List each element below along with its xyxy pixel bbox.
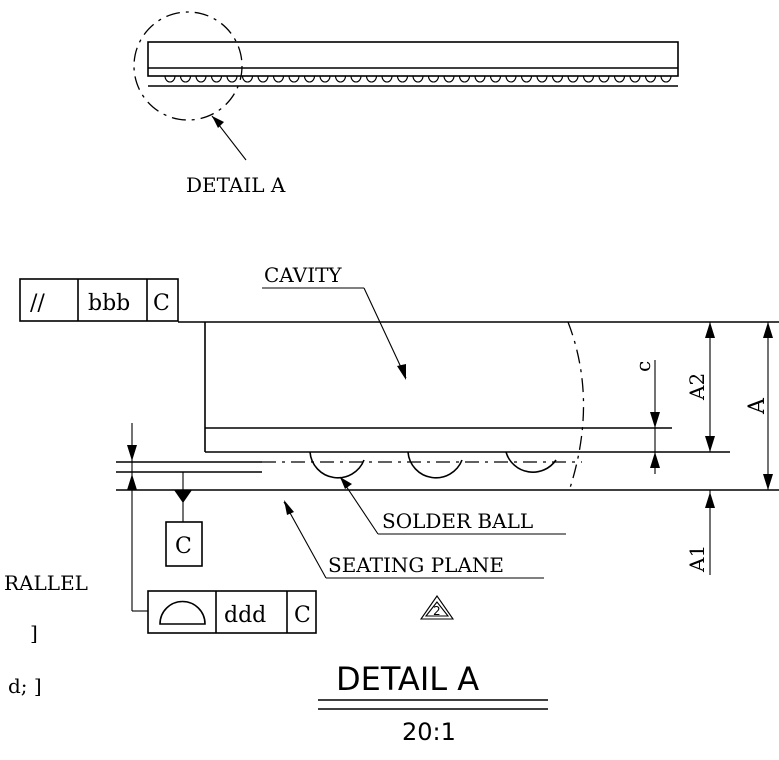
solder-ball-top xyxy=(613,75,626,83)
solder-ball-top xyxy=(536,75,548,83)
datum-triangle xyxy=(174,490,192,503)
solder-ball-top xyxy=(195,75,207,83)
dimension-c: c xyxy=(631,360,660,474)
cavity-leader-arrow xyxy=(397,364,406,380)
solder-ball-top xyxy=(629,75,641,83)
package-outline-top xyxy=(147,41,679,77)
detail-scale: 20:1 xyxy=(402,718,456,746)
solder-ball-top xyxy=(241,75,254,83)
solder-ball-top xyxy=(644,75,657,83)
dimension-a1: A1 xyxy=(685,490,715,575)
cropped-text-line: d; ] xyxy=(8,674,42,698)
break-line xyxy=(567,321,585,489)
detail-title: DETAIL A xyxy=(336,660,479,698)
dim-a-label: A xyxy=(745,397,770,415)
solder-ball-top xyxy=(567,75,579,83)
solder-ball-top xyxy=(443,75,455,83)
ddd-arrow-top xyxy=(127,445,137,461)
seating-plane-leader xyxy=(283,501,327,579)
cropped-text-line: ] xyxy=(30,621,38,645)
solder-ball-top xyxy=(319,75,331,83)
solder-ball-top xyxy=(598,75,610,83)
solder-ball-top xyxy=(350,75,362,83)
solder-ball xyxy=(505,451,557,473)
solder-ball-leader-arrow xyxy=(340,477,352,489)
solder-ball-top xyxy=(412,75,424,83)
ddd-arrow-bottom xyxy=(127,474,137,490)
detail-callout-label: DETAIL A xyxy=(186,173,286,197)
profile-control-frame: ddd C xyxy=(147,590,317,634)
solder-ball-top xyxy=(474,75,486,83)
solder-ball-top xyxy=(381,75,393,83)
solder-ball-top xyxy=(164,75,176,83)
note-number: 2 xyxy=(433,604,441,618)
solder-ball-top xyxy=(210,75,223,83)
solder-ball-top xyxy=(396,75,409,83)
note-triangle-inner xyxy=(424,601,450,617)
profile-datum: C xyxy=(294,603,311,628)
profile-surface-icon xyxy=(159,600,206,625)
solder-ball-top xyxy=(303,75,316,83)
solder-ball-top xyxy=(179,75,192,83)
note-triangle xyxy=(419,595,455,620)
parallelism-symbol: // xyxy=(30,291,45,316)
cavity-label: CAVITY xyxy=(264,263,342,287)
detail-leader-arrow xyxy=(212,116,224,128)
solder-ball-top xyxy=(365,75,378,83)
dimension-a: A xyxy=(745,322,773,490)
solder-ball-top xyxy=(551,75,564,83)
cropped-text-line: RALLEL xyxy=(4,571,88,595)
solder-ball-top xyxy=(257,75,269,83)
solder-ball-top xyxy=(520,75,533,83)
solder-ball-top xyxy=(458,75,471,83)
seating-plane-leader-arrow xyxy=(284,500,294,515)
solder-ball xyxy=(407,451,463,479)
solder-ball-top xyxy=(288,75,300,83)
bbb-tolerance: bbb xyxy=(88,291,130,316)
detail-circle xyxy=(133,11,243,121)
top-view: DETAIL A xyxy=(133,11,679,197)
parallelism-control-frame: // bbb C xyxy=(19,278,179,322)
solder-ball xyxy=(309,451,365,479)
dimension-a2: A2 xyxy=(685,322,715,452)
solder-ball-top xyxy=(582,75,595,83)
solder-ball-top xyxy=(660,75,672,83)
dim-a1-label: A1 xyxy=(685,545,709,573)
solder-ball-top xyxy=(334,75,347,83)
solder-ball-top xyxy=(272,75,285,83)
dim-c-label: c xyxy=(631,361,655,372)
parallelism-datum: C xyxy=(153,291,170,316)
solder-ball-top xyxy=(226,75,238,83)
detail-view: // bbb C CAVITY SOLDER BALL SE xyxy=(4,263,779,746)
ddd-tolerance: ddd xyxy=(224,603,266,628)
solder-ball-top xyxy=(489,75,502,83)
datum-box xyxy=(165,521,203,567)
dim-a2-label: A2 xyxy=(685,373,709,401)
seating-plane-label: SEATING PLANE xyxy=(328,553,504,577)
solder-ball-top xyxy=(505,75,517,83)
cavity-leader xyxy=(363,287,407,379)
solder-ball-row-top xyxy=(164,75,672,83)
datum-label: C xyxy=(175,534,192,559)
solder-ball-label: SOLDER BALL xyxy=(382,509,533,533)
solder-ball-top xyxy=(427,75,440,83)
